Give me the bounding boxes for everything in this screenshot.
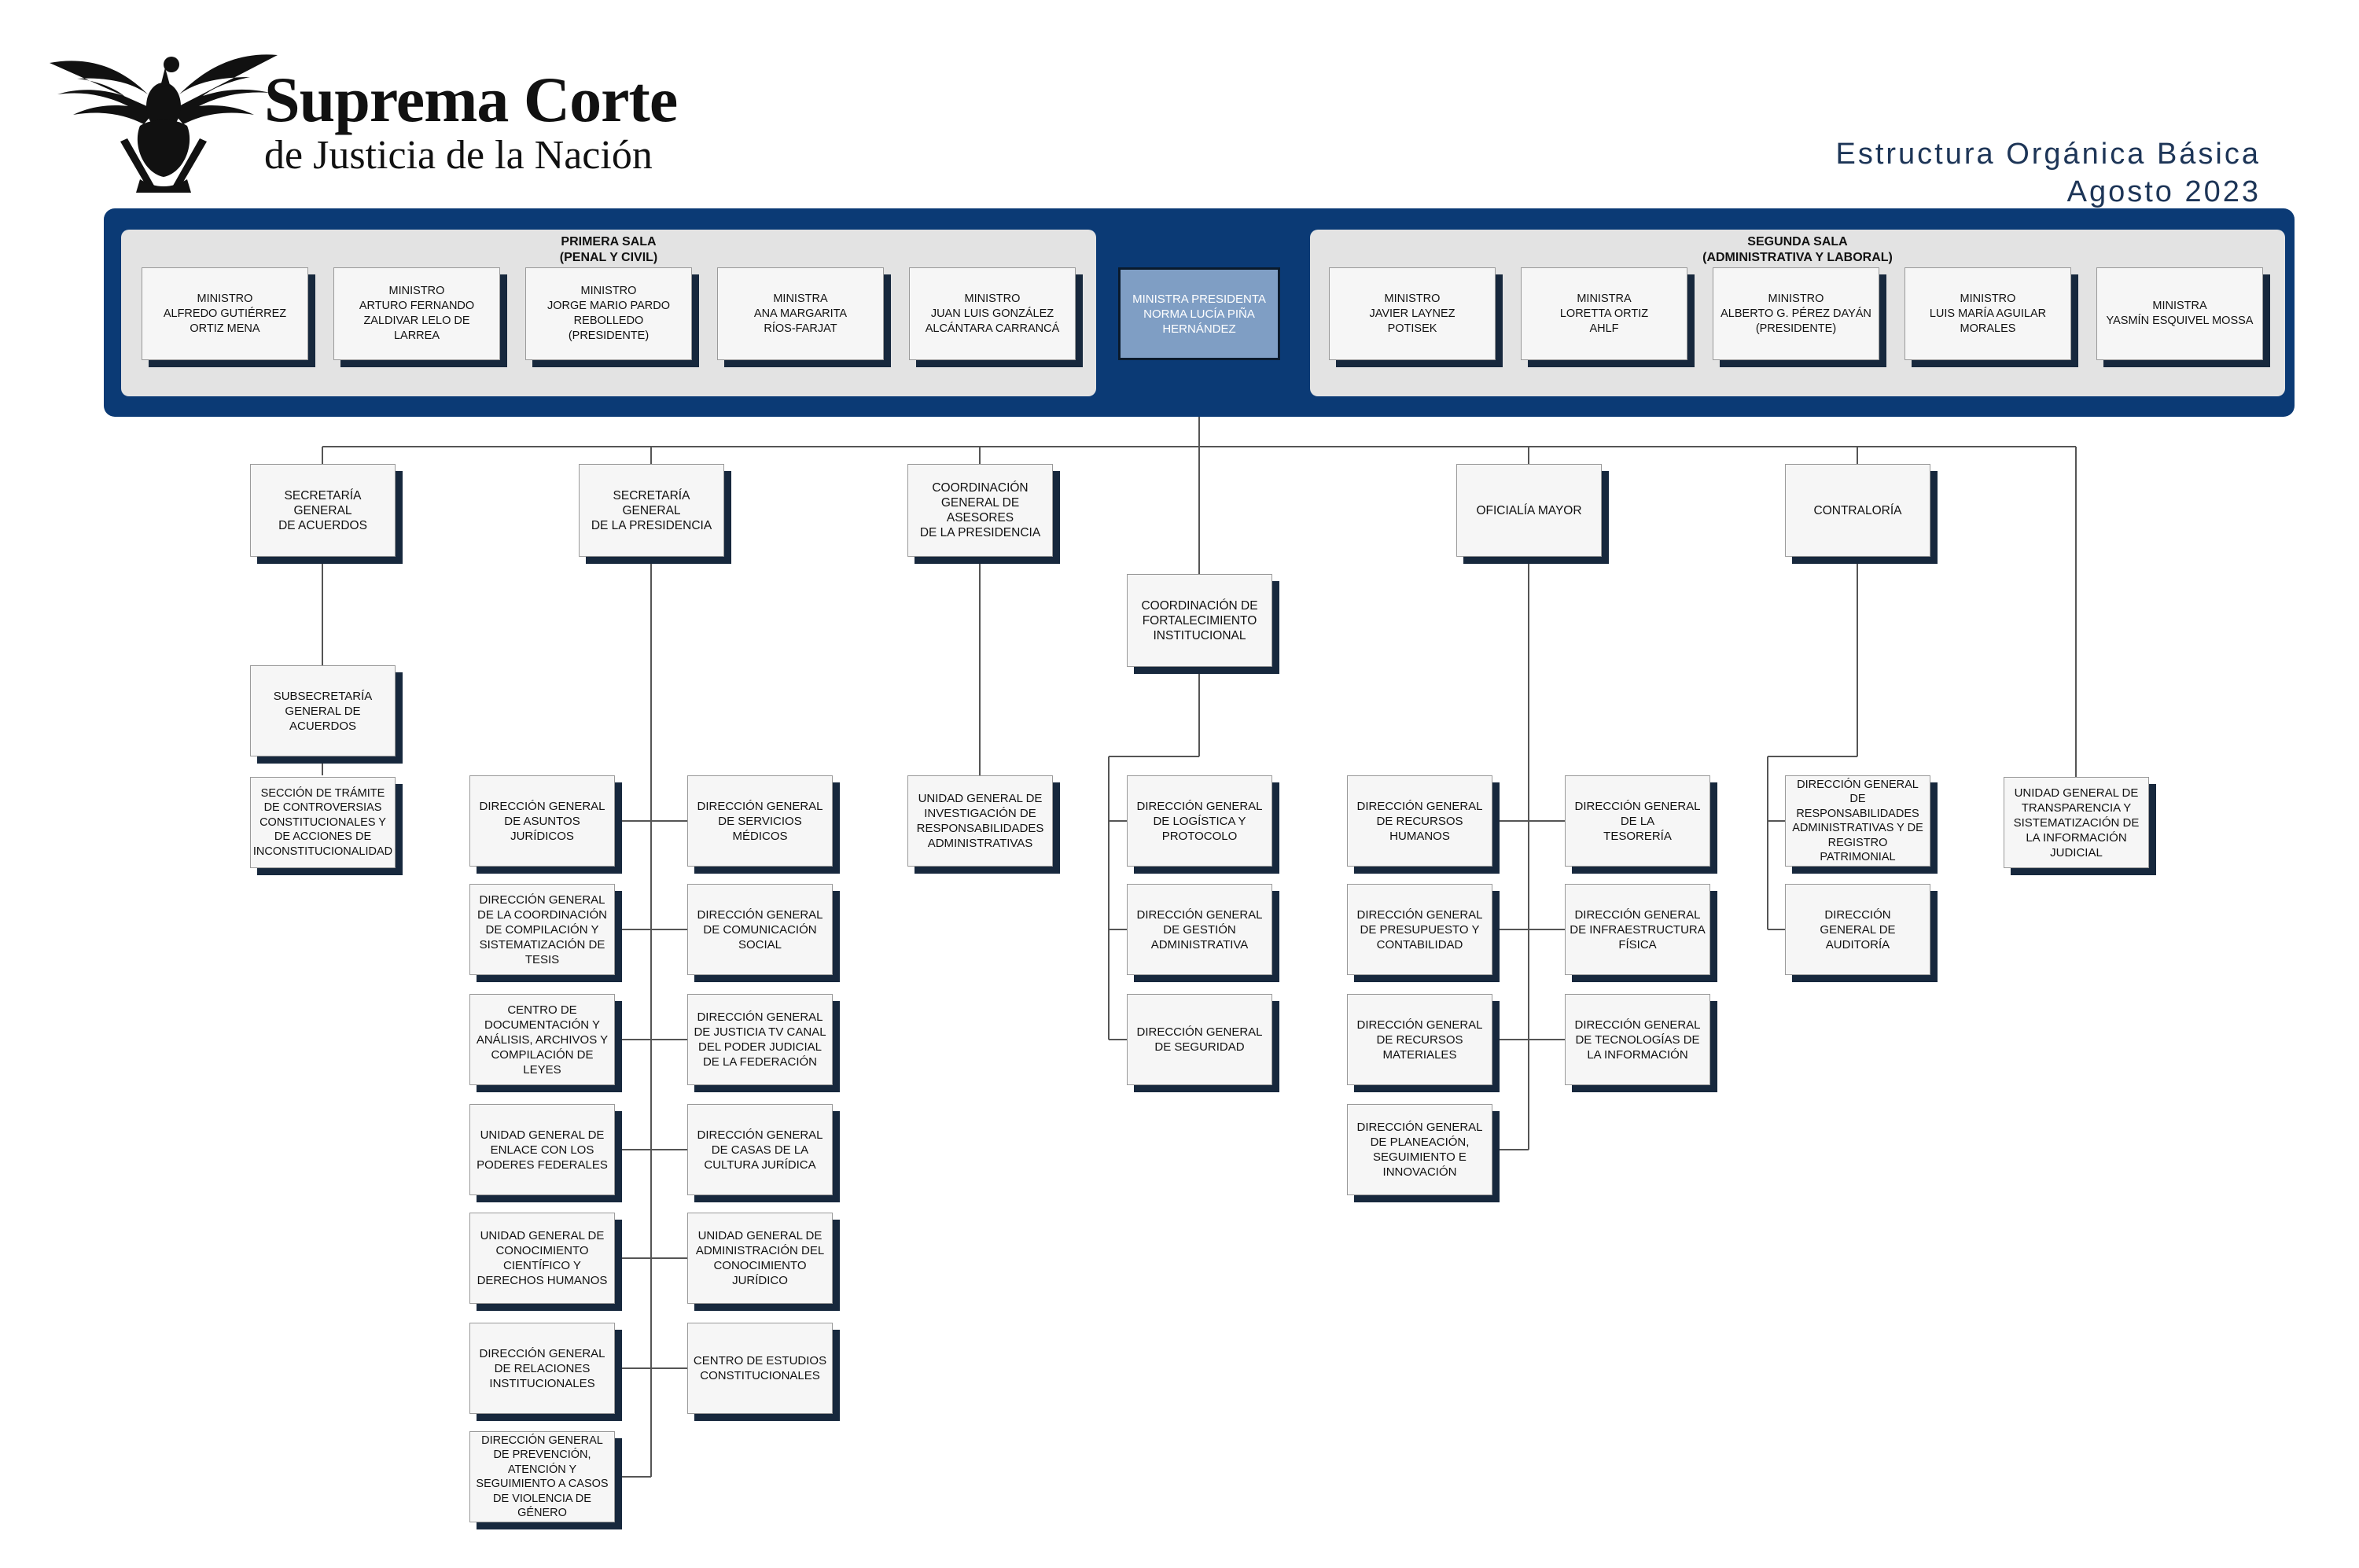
coordinacion-fortalecimiento-box[interactable]: COORDINACIÓN DE FORTALECIMIENTO INSTITUC… — [1127, 574, 1272, 667]
ministro-box[interactable]: MINISTRO JAVIER LAYNEZ POTISEK — [1329, 267, 1496, 360]
oficialia-unit-box[interactable]: DIRECCIÓN GENERAL DE PLANEACIÓN, SEGUIMI… — [1347, 1104, 1492, 1195]
unidad-investigacion-box[interactable]: UNIDAD GENERAL DE INVESTIGACIÓN DE RESPO… — [907, 775, 1053, 867]
fortalecimiento-unit-box[interactable]: DIRECCIÓN GENERAL DE SEGURIDAD — [1127, 994, 1272, 1085]
fortalecimiento-unit-box[interactable]: DIRECCIÓN GENERAL DE LOGÍSTICA Y PROTOCO… — [1127, 775, 1272, 867]
presidencia-unit-box[interactable]: DIRECCIÓN GENERAL DE RELACIONES INSTITUC… — [469, 1323, 615, 1414]
presidencia-unit-box[interactable]: DIRECCIÓN GENERAL DE ASUNTOS JURÍDICOS — [469, 775, 615, 867]
ministra-box[interactable]: MINISTRA LORETTA ORTIZ AHLF — [1521, 267, 1687, 360]
oficialia-unit-box[interactable]: DIRECCIÓN GENERAL DE LA TESORERÍA — [1565, 775, 1710, 867]
subsecretaria-acuerdos-box[interactable]: SUBSECRETARÍA GENERAL DE ACUERDOS — [250, 665, 396, 756]
coordinacion-asesores-box[interactable]: COORDINACIÓN GENERAL DE ASESORES DE LA P… — [907, 464, 1053, 557]
ministro-box[interactable]: MINISTRO JORGE MARIO PARDO REBOLLEDO (PR… — [525, 267, 692, 360]
ministro-box[interactable]: MINISTRO JUAN LUIS GONZÁLEZ ALCÁNTARA CA… — [909, 267, 1076, 360]
contraloria-box[interactable]: CONTRALORÍA — [1785, 464, 1930, 557]
secretaria-general-acuerdos-box[interactable]: SECRETARÍA GENERAL DE ACUERDOS — [250, 464, 396, 557]
ministra-box[interactable]: MINISTRA YASMÍN ESQUIVEL MOSSA — [2096, 267, 2263, 360]
unidad-transparencia-box[interactable]: UNIDAD GENERAL DE TRANSPARENCIA Y SISTEM… — [2004, 777, 2149, 868]
presidencia-unit-box[interactable]: DIRECCIÓN GENERAL DE PREVENCIÓN, ATENCIÓ… — [469, 1431, 615, 1522]
presidencia-unit-box[interactable]: DIRECCIÓN GENERAL DE JUSTICIA TV CANAL D… — [687, 994, 833, 1085]
ministro-box[interactable]: MINISTRO ALBERTO G. PÉREZ DAYÁN (PRESIDE… — [1713, 267, 1879, 360]
oficialia-unit-box[interactable]: DIRECCIÓN GENERAL DE PRESUPUESTO Y CONTA… — [1347, 884, 1492, 975]
presidencia-unit-box[interactable]: UNIDAD GENERAL DE ADMINISTRACIÓN DEL CON… — [687, 1213, 833, 1304]
ministro-box[interactable]: MINISTRO ARTURO FERNANDO ZALDIVAR LELO D… — [333, 267, 500, 360]
ministra-presidenta-box[interactable]: MINISTRA PRESIDENTA NORMA LUCÍA PIÑA HER… — [1118, 267, 1280, 360]
oficialia-unit-box[interactable]: DIRECCIÓN GENERAL DE RECURSOS HUMANOS — [1347, 775, 1492, 867]
oficialia-unit-box[interactable]: DIRECCIÓN GENERAL DE TECNOLOGÍAS DE LA I… — [1565, 994, 1710, 1085]
eagle-emblem-icon — [50, 54, 278, 193]
presidencia-unit-box[interactable]: DIRECCIÓN GENERAL DE COMUNICACIÓN SOCIAL — [687, 884, 833, 975]
contraloria-unit-box[interactable]: DIRECCIÓN GENERAL DE RESPONSABILIDADES A… — [1785, 775, 1930, 867]
ministro-box[interactable]: MINISTRO LUIS MARÍA AGUILAR MORALES — [1904, 267, 2071, 360]
presidencia-unit-box[interactable]: CENTRO DE ESTUDIOS CONSTITUCIONALES — [687, 1323, 833, 1414]
presidencia-unit-box[interactable]: DIRECCIÓN GENERAL DE CASAS DE LA CULTURA… — [687, 1104, 833, 1195]
presidencia-unit-box[interactable]: UNIDAD GENERAL DE CONOCIMIENTO CIENTÍFIC… — [469, 1213, 615, 1304]
document-title: Estructura Orgánica Básica — [1835, 138, 2261, 171]
presidencia-unit-box[interactable]: DIRECCIÓN GENERAL DE SERVICIOS MÉDICOS — [687, 775, 833, 867]
oficialia-unit-box[interactable]: DIRECCIÓN GENERAL DE RECURSOS MATERIALES — [1347, 994, 1492, 1085]
logo-title: Suprema Corte — [264, 64, 678, 135]
ministro-box[interactable]: MINISTRO ALFREDO GUTIÉRREZ ORTIZ MENA — [142, 267, 308, 360]
contraloria-unit-box[interactable]: DIRECCIÓN GENERAL DE AUDITORÍA — [1785, 884, 1930, 975]
seccion-tramite-box[interactable]: SECCIÓN DE TRÁMITE DE CONTROVERSIAS CONS… — [250, 777, 396, 868]
presidencia-unit-box[interactable]: CENTRO DE DOCUMENTACIÓN Y ANÁLISIS, ARCH… — [469, 994, 615, 1085]
segunda-sala-title: SEGUNDA SALA (ADMINISTRATIVA Y LABORAL) — [1702, 235, 1893, 264]
oficialia-mayor-box[interactable]: OFICIALÍA MAYOR — [1456, 464, 1602, 557]
fortalecimiento-unit-box[interactable]: DIRECCIÓN GENERAL DE GESTIÓN ADMINISTRAT… — [1127, 884, 1272, 975]
primera-sala-title: PRIMERA SALA (PENAL Y CIVIL) — [559, 235, 658, 264]
oficialia-unit-box[interactable]: DIRECCIÓN GENERAL DE INFRAESTRUCTURA FÍS… — [1565, 884, 1710, 975]
ministra-box[interactable]: MINISTRA ANA MARGARITA RÍOS-FARJAT — [717, 267, 884, 360]
presidencia-unit-box[interactable]: UNIDAD GENERAL DE ENLACE CON LOS PODERES… — [469, 1104, 615, 1195]
presidencia-unit-box[interactable]: DIRECCIÓN GENERAL DE LA COORDINACIÓN DE … — [469, 884, 615, 975]
secretaria-general-presidencia-box[interactable]: SECRETARÍA GENERAL DE LA PRESIDENCIA — [579, 464, 724, 557]
document-date: Agosto 2023 — [2066, 175, 2261, 208]
logo-subtitle: de Justicia de la Nación — [264, 133, 653, 178]
